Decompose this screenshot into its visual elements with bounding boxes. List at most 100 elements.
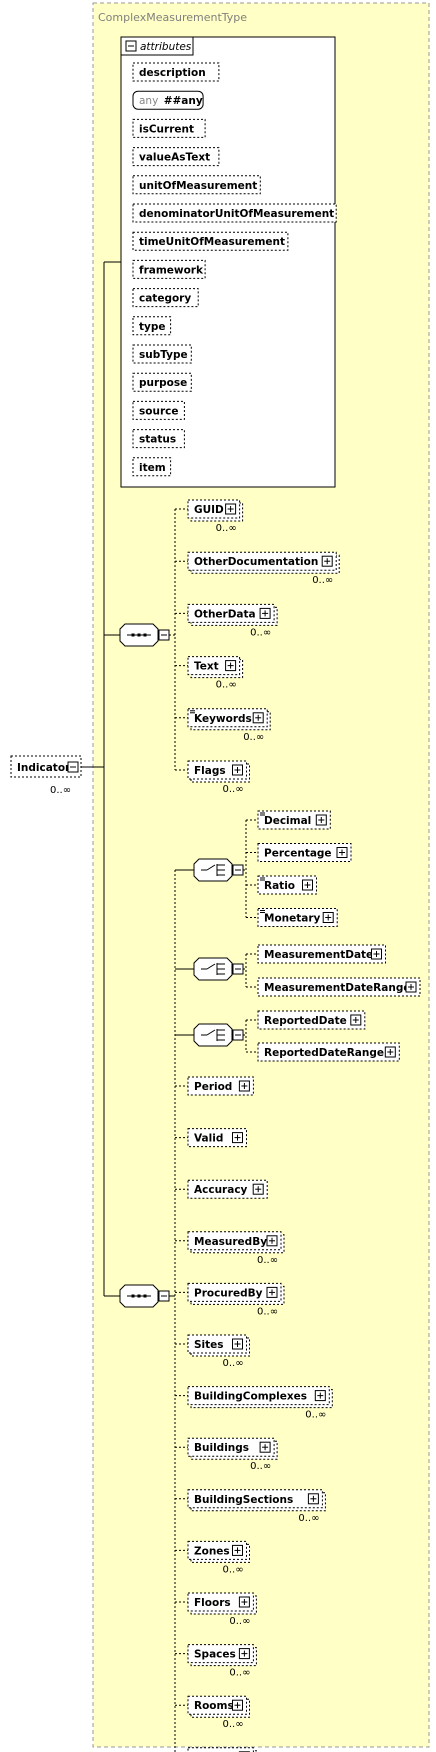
attribute-subtype[interactable]: subType bbox=[132, 344, 192, 364]
attribute-box bbox=[132, 316, 172, 336]
attribute-framework[interactable]: framework bbox=[132, 259, 206, 279]
element-measurementdaterange[interactable]: MeasurementDateRange bbox=[257, 977, 421, 997]
occurrence-label: 0..∞ bbox=[243, 732, 264, 743]
attribute-box bbox=[132, 175, 261, 195]
element-label: Valid bbox=[194, 1133, 223, 1145]
element-sites-box bbox=[187, 1334, 247, 1354]
element-accuracy-box bbox=[187, 1179, 268, 1199]
element-measurementdaterange-box bbox=[257, 977, 421, 997]
element-object[interactable]: Object0..∞ bbox=[187, 1747, 257, 1752]
element-label: Keywords bbox=[194, 713, 252, 725]
choice-icon-switch bbox=[206, 963, 216, 970]
occurrence-label: 0..∞ bbox=[223, 1719, 244, 1730]
element-decimal[interactable]: Decimal bbox=[257, 810, 331, 830]
sequence-2[interactable] bbox=[119, 1284, 170, 1308]
attribute-any-prefix: any bbox=[139, 95, 158, 107]
attribute-unitofmeasurement[interactable]: unitOfMeasurement bbox=[132, 175, 261, 195]
occurrence-label: 0..∞ bbox=[298, 1513, 319, 1524]
element-label: Flags bbox=[194, 765, 226, 777]
sequence-icon-dot bbox=[137, 1294, 141, 1298]
choice-icon-switch bbox=[206, 864, 216, 871]
choice-3[interactable] bbox=[193, 1023, 244, 1047]
element-label: GUID bbox=[194, 504, 224, 516]
attribute-valueastext[interactable]: valueAsText bbox=[132, 147, 220, 167]
attribute-box bbox=[132, 400, 185, 420]
element-reporteddaterange[interactable]: ReportedDateRange bbox=[257, 1042, 400, 1062]
element-percentage[interactable]: Percentage bbox=[257, 843, 352, 862]
attribute-denominatorunitofmeasurement[interactable]: denominatorUnitOfMeasurement bbox=[132, 203, 337, 223]
attribute-any-box bbox=[132, 90, 204, 110]
element-ratio[interactable]: Ratio bbox=[257, 875, 317, 895]
attribute-category[interactable]: category bbox=[132, 288, 199, 308]
element-accuracy[interactable]: Accuracy bbox=[187, 1179, 268, 1199]
sequence-1[interactable] bbox=[119, 623, 170, 647]
attribute-box bbox=[132, 203, 337, 223]
element-reporteddate[interactable]: ReportedDate bbox=[257, 1010, 366, 1030]
attribute-item[interactable]: item bbox=[132, 457, 172, 477]
attribute-source[interactable]: source bbox=[132, 400, 185, 420]
element-label: Buildings bbox=[194, 1442, 249, 1454]
element-label: MeasurementDate bbox=[264, 949, 373, 961]
element-otherdocumentation-box bbox=[187, 551, 337, 571]
element-zones[interactable]: Zones 0..∞ bbox=[187, 1540, 250, 1575]
attribute-box bbox=[132, 372, 192, 392]
element-valid[interactable]: Valid bbox=[187, 1128, 247, 1148]
attribute-iscurrent[interactable]: isCurrent bbox=[132, 118, 206, 138]
sequence-icon-dot bbox=[131, 633, 135, 637]
attribute-label: status bbox=[139, 434, 176, 446]
attribute-box bbox=[132, 288, 199, 308]
occurrence-label: 0..∞ bbox=[250, 1461, 271, 1472]
attribute-type[interactable]: type bbox=[132, 316, 172, 336]
element-spaces-box bbox=[187, 1644, 254, 1664]
attribute-timeunitofmeasurement[interactable]: timeUnitOfMeasurement bbox=[132, 231, 289, 251]
element-measurementdate[interactable]: MeasurementDate bbox=[257, 944, 386, 964]
element-monetary-box bbox=[257, 908, 338, 927]
attribute-purpose[interactable]: purpose bbox=[132, 372, 192, 392]
element-label: Decimal bbox=[264, 815, 311, 827]
element-label: ReportedDate bbox=[264, 1015, 347, 1027]
attribute-label: subType bbox=[139, 349, 188, 361]
element-label: Sites bbox=[194, 1339, 224, 1351]
element-nodes: GUID0..∞OtherDocumentation0..∞OtherData0… bbox=[119, 499, 421, 1752]
element-label: Accuracy bbox=[194, 1184, 248, 1196]
attributes-tab bbox=[120, 36, 194, 56]
element-label: Zones bbox=[194, 1545, 230, 1557]
choice-icon bbox=[193, 1023, 233, 1047]
element-label: ProcuredBy bbox=[194, 1287, 263, 1299]
element-keywords[interactable]: Keywords 0..∞ bbox=[187, 708, 271, 743]
element-label: OtherData bbox=[194, 608, 256, 620]
occurrence-label: 0..∞ bbox=[250, 627, 271, 638]
choice-2[interactable] bbox=[193, 957, 244, 981]
attribute-description[interactable]: description bbox=[132, 62, 220, 82]
element-label: Floors bbox=[194, 1597, 231, 1609]
occurrence-label: 0..∞ bbox=[257, 1255, 278, 1266]
choice-icon bbox=[193, 957, 233, 981]
element-procuredby-box bbox=[187, 1282, 282, 1302]
element-monetary[interactable]: Monetary bbox=[257, 908, 338, 927]
element-label: Text bbox=[194, 661, 219, 673]
occurrence-label: 0..∞ bbox=[305, 1410, 326, 1421]
element-period[interactable]: Period bbox=[187, 1076, 254, 1096]
occurrence-label: 0..∞ bbox=[312, 575, 333, 586]
choice-1[interactable] bbox=[193, 858, 244, 882]
element-label: ReportedDateRange bbox=[264, 1047, 384, 1059]
attribute-any[interactable]: any##any bbox=[132, 90, 204, 110]
sequence-icon-dot bbox=[131, 1294, 135, 1298]
attribute-status[interactable]: status bbox=[132, 429, 185, 449]
occurrence-label: 0..∞ bbox=[223, 1564, 244, 1575]
element-otherdata[interactable]: OtherData 0..∞ bbox=[187, 603, 278, 638]
